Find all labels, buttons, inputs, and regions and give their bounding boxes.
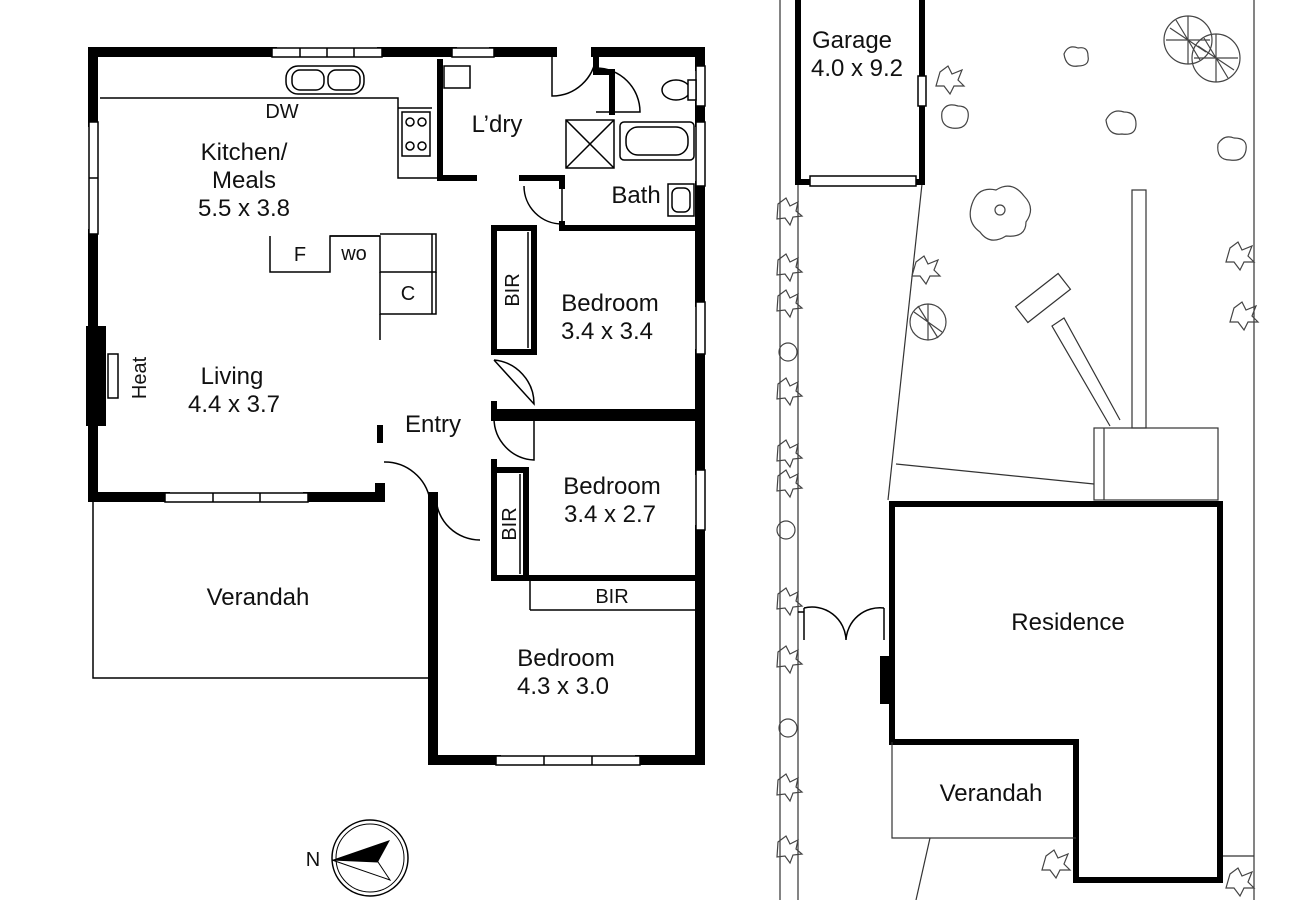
trees xyxy=(776,15,1260,898)
bedroom3-label: Bedroom xyxy=(517,645,614,672)
entry-label: Entry xyxy=(405,411,461,438)
room-labels: Kitchen/ Meals 5.5 x 3.8 L’dry Bath Livi… xyxy=(188,111,661,700)
bedroom1-dimensions: 3.4 x 3.4 xyxy=(561,318,653,345)
bedroom2-label: Bedroom xyxy=(563,473,660,500)
bir-label-3: BIR xyxy=(595,586,628,608)
interior-walls xyxy=(377,53,703,581)
bir-label-1: BIR xyxy=(502,273,524,306)
door-swings xyxy=(383,55,641,541)
fireplace xyxy=(86,326,106,426)
cupboard-label: C xyxy=(401,283,415,305)
bath-label: Bath xyxy=(611,182,660,209)
kitchen-label-1: Kitchen/ xyxy=(201,139,288,166)
compass-needle-icon xyxy=(332,840,390,862)
windows xyxy=(88,47,706,766)
bedroom3-dimensions: 4.3 x 3.0 xyxy=(517,673,609,700)
verandah-label: Verandah xyxy=(207,584,310,611)
kitchen-label-2: Meals xyxy=(212,167,276,194)
heater-label: Heat xyxy=(129,356,151,399)
verandah-outline xyxy=(92,497,428,679)
wall-oven-label: wo xyxy=(340,243,367,265)
kitchen-dimensions: 5.5 x 3.8 xyxy=(198,195,290,222)
residence-walls xyxy=(889,501,1223,883)
garage-label: Garage xyxy=(812,27,892,54)
bedroom1-label: Bedroom xyxy=(561,290,658,317)
floor-plan: Kitchen/ Meals 5.5 x 3.8 L’dry Bath Livi… xyxy=(86,47,706,897)
site-plan: Garage 4.0 x 9.2 Residence Verandah xyxy=(776,0,1260,900)
garage-dimensions: 4.0 x 9.2 xyxy=(811,55,903,82)
living-dimensions: 4.4 x 3.7 xyxy=(188,391,280,418)
heater-unit xyxy=(107,353,119,399)
site-verandah-label: Verandah xyxy=(940,780,1043,807)
exterior-walls xyxy=(88,47,705,765)
bath-fixtures xyxy=(565,79,697,217)
laundry-label: L’dry xyxy=(472,111,523,138)
bir-label-2: BIR xyxy=(499,507,521,540)
living-label: Living xyxy=(201,363,264,390)
fridge-label: F xyxy=(294,244,306,266)
bedroom2-dimensions: 3.4 x 2.7 xyxy=(564,501,656,528)
kitchen-benches xyxy=(100,65,471,340)
dishwasher-label: DW xyxy=(265,101,298,123)
compass-north-label: N xyxy=(306,849,320,871)
compass: N xyxy=(306,819,409,897)
fixture-labels: DW F wo C Heat BIR BIR BIR xyxy=(129,101,629,608)
residence-label: Residence xyxy=(1011,609,1124,636)
